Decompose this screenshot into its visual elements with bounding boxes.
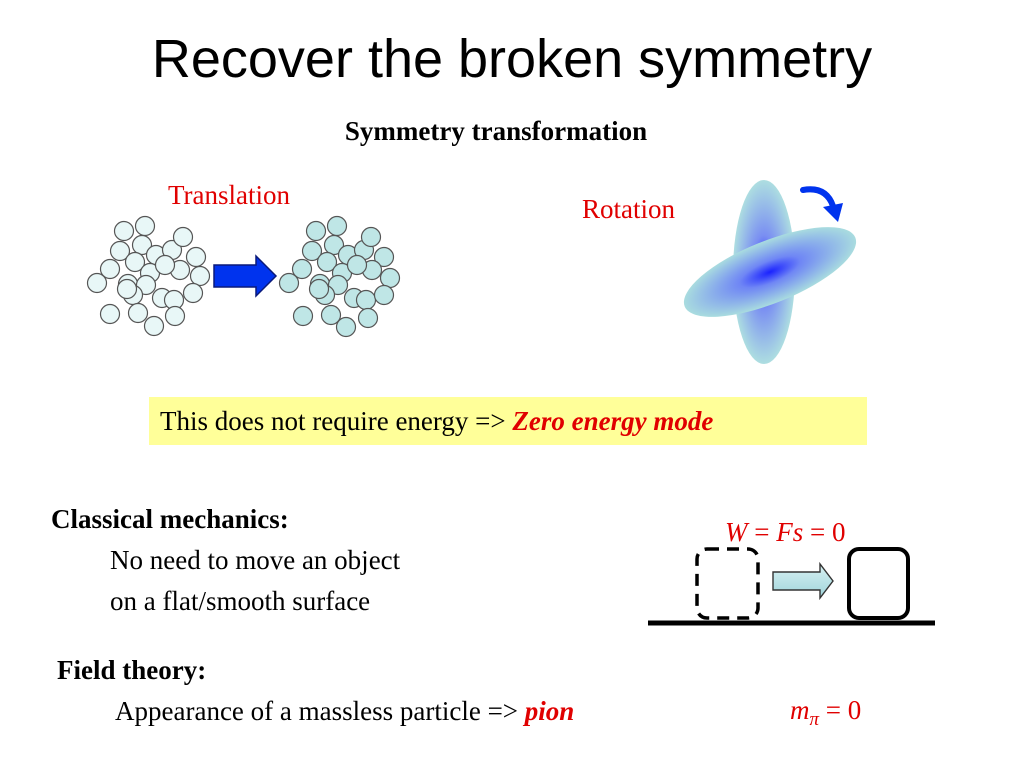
field-theory-heading: Field theory: — [57, 655, 207, 685]
work-formula: W = Fs = 0 — [725, 517, 845, 548]
mass-symbol: m — [790, 695, 810, 725]
pi-subscript: π — [809, 709, 820, 730]
rotation-label: Rotation — [582, 194, 675, 224]
work-symbol: W — [725, 517, 748, 547]
particle-cluster-after — [278, 215, 401, 338]
classical-line-2: on a flat/smooth surface — [110, 586, 371, 616]
zero-energy-note: This does not require energy => Zero ene… — [149, 397, 867, 445]
field-theory-line: Appearance of a massless particle => pio… — [115, 696, 574, 727]
force-distance-symbol: Fs — [776, 517, 804, 547]
section-subtitle: Symmetry transformation — [344, 116, 648, 146]
classical-mechanics-heading: Classical mechanics: — [51, 504, 289, 534]
rotation-arrow — [800, 186, 843, 222]
field-theory-text: Appearance of a massless particle => — [115, 696, 525, 726]
zero-energy-note-text: This does not require energy => — [160, 406, 513, 436]
motion-arrow — [772, 561, 834, 601]
particle-cluster-before — [86, 215, 211, 337]
rotation-ellipses — [683, 180, 857, 364]
work-equals-zero: = 0 — [803, 517, 846, 547]
sliding-block-illustration — [648, 547, 935, 626]
classical-line-1: No need to move an object — [110, 545, 401, 575]
translation-label: Translation — [168, 180, 291, 210]
mass-equals-zero: = 0 — [819, 695, 862, 725]
pion-mass-formula: mπ = 0 — [790, 695, 862, 729]
final-position-block — [847, 547, 910, 620]
initial-position-block — [695, 547, 760, 620]
translation-arrow — [213, 254, 278, 298]
zero-energy-mode-highlight: Zero energy mode — [512, 406, 714, 436]
work-equals: = — [747, 517, 777, 547]
page-title: Recover the broken symmetry — [151, 29, 873, 89]
pion-highlight: pion — [524, 696, 575, 726]
